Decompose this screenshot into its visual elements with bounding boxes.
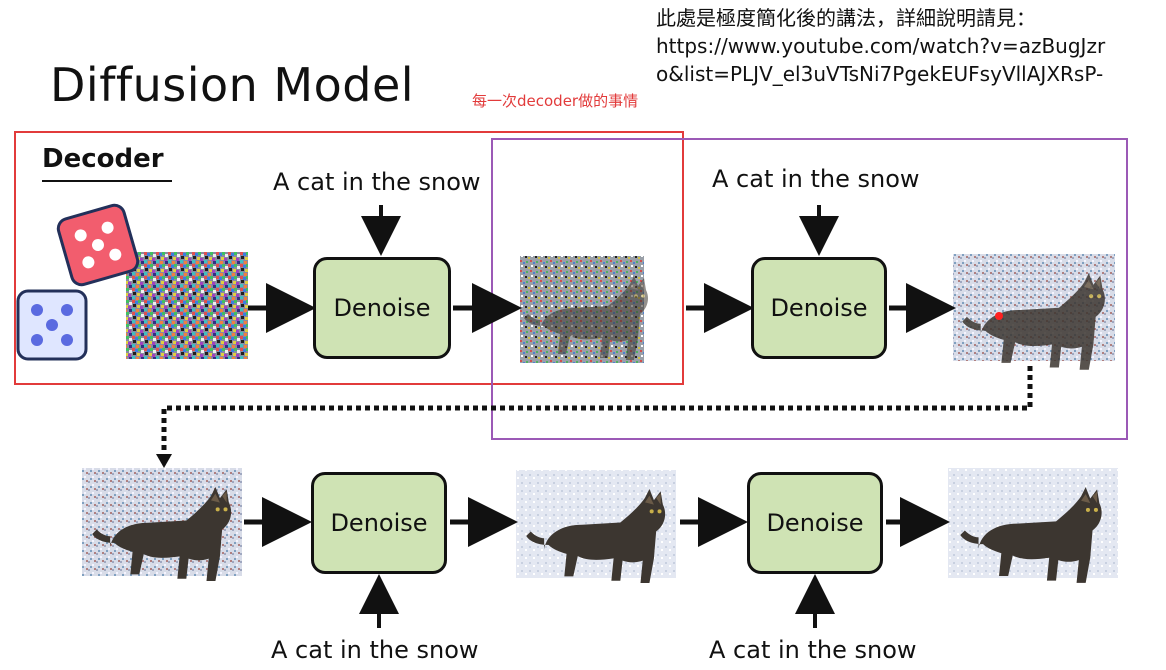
noisy-cat-image-heavy (520, 256, 648, 363)
note-line-1: 此處是極度簡化後的講法，詳細說明請見： (656, 6, 1036, 30)
red-highlight-frame (14, 131, 684, 385)
denoise-block-1: Denoise (313, 257, 451, 359)
decoder-label: Decoder (42, 144, 164, 174)
decoder-step-annotation: 每一次decoder做的事情 (472, 92, 639, 110)
cat-image-mostly-clean (516, 470, 676, 584)
slide-title: Diffusion Model (50, 58, 415, 112)
blue-die-icon (16, 289, 88, 361)
denoise-block-3: Denoise (311, 472, 447, 574)
denoise-block-4: Denoise (747, 472, 883, 574)
prompt-text-3: A cat in the snow (271, 636, 479, 664)
pure-noise-image (126, 252, 248, 359)
note-line-2: https://www.youtube.com/watch?v=azBugJzr (656, 34, 1106, 58)
prompt-text-1: A cat in the snow (273, 168, 481, 196)
reference-note: 此處是極度簡化後的講法，詳細說明請見： https://www.youtube.… (656, 4, 1166, 90)
noisy-cat-image-light (82, 468, 242, 582)
noisy-cat-image-medium (953, 254, 1115, 370)
dotted-connector (161, 366, 1033, 456)
denoise-block-2: Denoise (751, 257, 887, 359)
note-line-3: o&list=PLJV_el3uVTsNi7PgekEUFsyVllAJXRsP… (656, 62, 1104, 86)
prompt-text-4: A cat in the snow (709, 636, 917, 664)
red-die-icon (56, 203, 140, 287)
prompt-text-2: A cat in the snow (712, 165, 920, 193)
decoder-label-underline (42, 180, 172, 182)
cat-image-clean (948, 468, 1118, 583)
dotted-connector-head (156, 454, 172, 468)
